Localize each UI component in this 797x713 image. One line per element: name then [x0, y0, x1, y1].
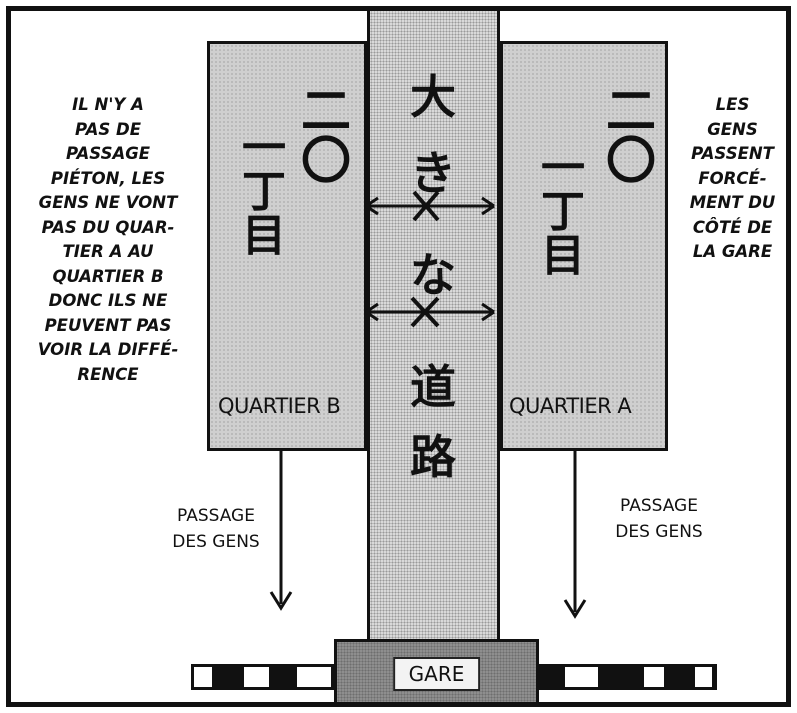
quartier-b-kanji-unit: 一丁目	[234, 124, 285, 256]
right-explanation-note: LES GENS PASSENT FORCÉ- MENT DU CÔTÉ DE …	[689, 95, 776, 261]
flow-label-right: PASSAGE DES GENS	[615, 496, 703, 542]
road-char-5: 路	[410, 430, 456, 484]
flow-label-left: PASSAGE DES GENS	[172, 506, 260, 552]
railway-track-left	[191, 664, 336, 690]
railway-track-right	[537, 664, 717, 690]
road-char-2: き	[410, 146, 456, 200]
blocked-crossing-lower	[365, 296, 495, 328]
quartier-b-kanji-number: 二〇	[293, 84, 351, 184]
quartier-b-label: QUARTIER B	[218, 394, 341, 418]
panel-frame: 二〇 一丁目 QUARTIER B 二〇 一丁目 QUARTIER A 大 き …	[6, 6, 791, 707]
left-explanation-note: IL N'Y A PAS DE PASSAGE PIÉTON, LES GENS…	[37, 95, 179, 384]
flow-arrow-left	[269, 448, 293, 611]
flow-arrow-right	[563, 448, 587, 619]
quartier-a-label: QUARTIER A	[509, 394, 632, 418]
quartier-a-kanji-number: 二〇	[598, 84, 656, 184]
road-char-4: 道	[410, 360, 456, 414]
blocked-crossing-upper	[365, 190, 495, 222]
road-char-3: な	[410, 248, 456, 302]
quartier-b-block: 二〇 一丁目 QUARTIER B	[207, 41, 367, 451]
quartier-a-block: 二〇 一丁目 QUARTIER A	[500, 41, 668, 451]
main-road	[367, 11, 500, 641]
station-box: GARE	[334, 639, 539, 702]
station-label: GARE	[392, 657, 481, 691]
quartier-a-kanji-unit: 一丁目	[533, 144, 584, 276]
road-char-1: 大	[410, 70, 456, 124]
